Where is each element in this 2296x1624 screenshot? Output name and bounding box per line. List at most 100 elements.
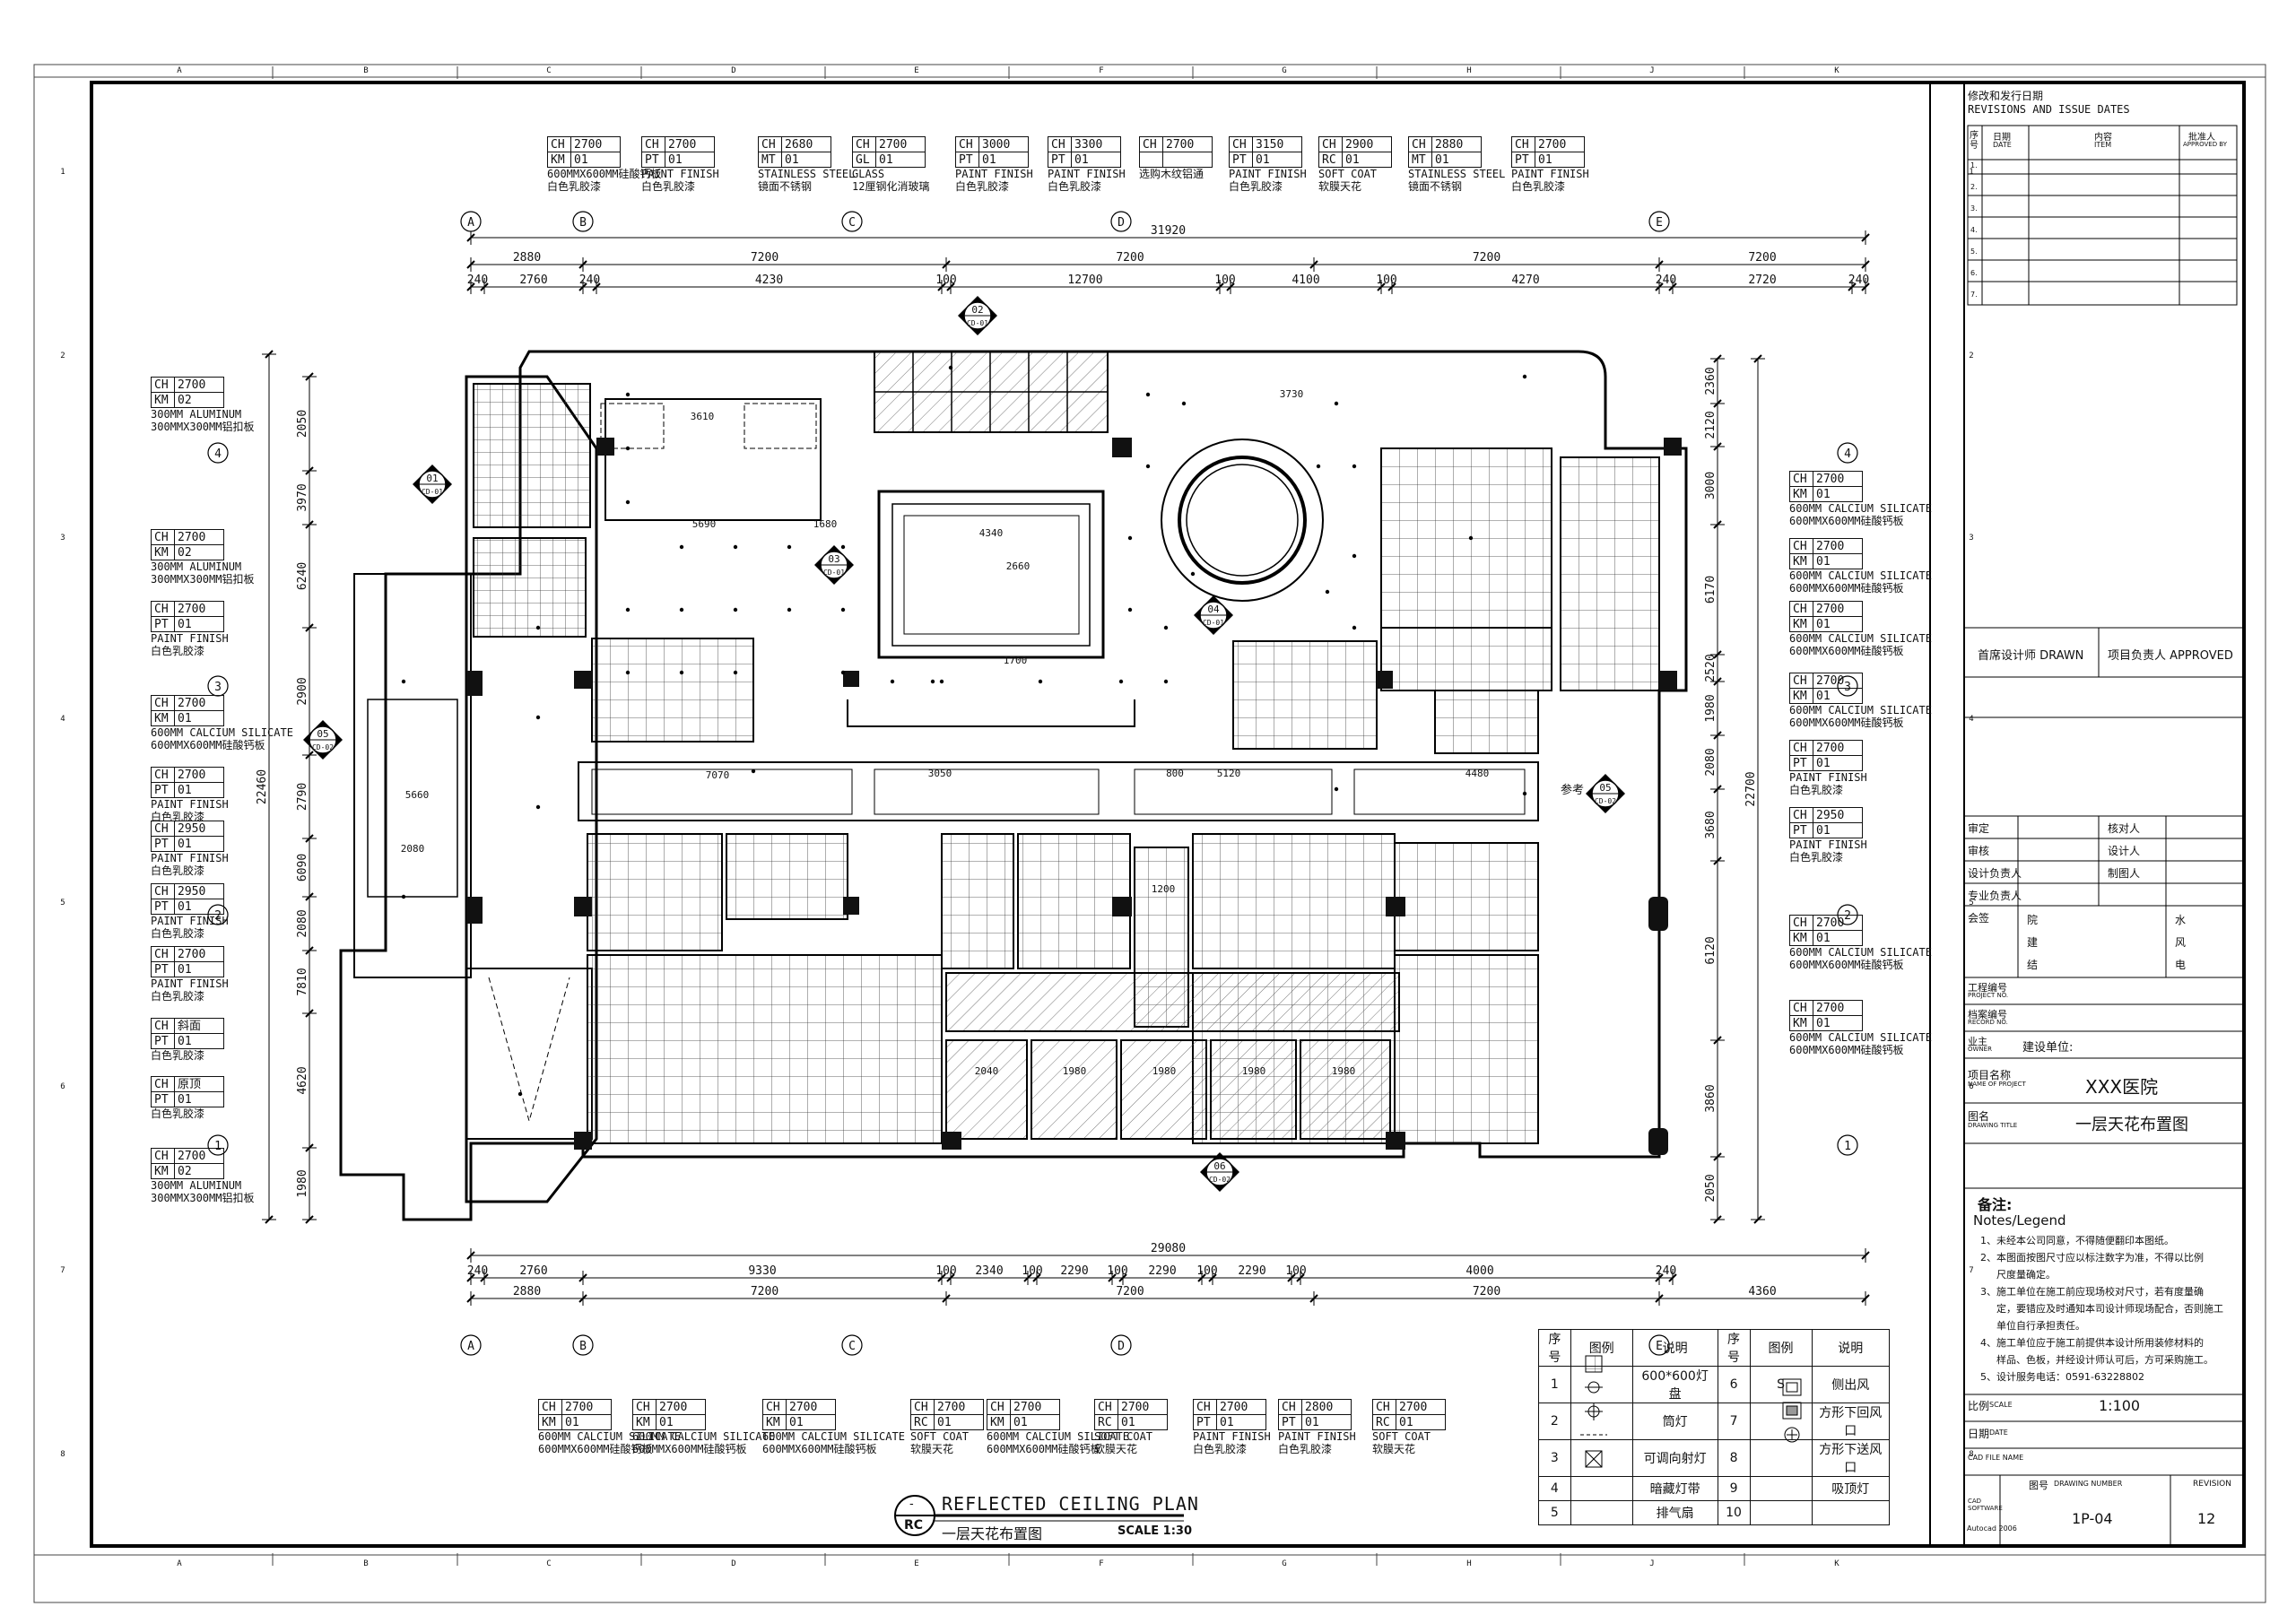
tag-cell: 01 bbox=[1816, 1017, 1831, 1030]
interior-dim-label: 4340 bbox=[979, 527, 1004, 539]
interior-dim-label: 1980 bbox=[1063, 1065, 1087, 1077]
dim-bottom-row2-label: 9330 bbox=[748, 1264, 776, 1278]
dim-left-mid-label: 2050 bbox=[296, 410, 309, 438]
axis-bubble-top bbox=[572, 211, 594, 232]
tag-cell: CH bbox=[1140, 137, 1163, 152]
dim-top-row1-label: 7200 bbox=[1473, 251, 1500, 265]
tag-cell: CH bbox=[642, 137, 665, 152]
drawing-no-label-en: DRAWING NUMBER bbox=[2054, 1480, 2123, 1488]
downlight-dot bbox=[1334, 401, 1339, 406]
downlight-dot bbox=[625, 392, 631, 397]
dim-bottom-row2-label: 100 bbox=[935, 1264, 956, 1278]
tag-cell: 01 bbox=[668, 153, 683, 167]
tag-cell: 01 bbox=[1816, 757, 1831, 770]
legend-symbol bbox=[1570, 1500, 1633, 1525]
dim-left-mid-label: 7810 bbox=[296, 968, 309, 995]
note-line: 2、本图面按图尺寸应以标注数字为准，不得以比例 bbox=[1980, 1252, 2204, 1264]
tag-cell: 2700 bbox=[1813, 602, 1862, 617]
tag-desc-cn: 白色乳胶漆 bbox=[1789, 851, 1844, 864]
dim-left-mid-label: 2790 bbox=[296, 783, 309, 811]
tag-desc-cn: 镜面不锈钢 bbox=[758, 180, 813, 193]
scale-label: 比例 bbox=[1968, 1400, 1990, 1412]
col-label-top: D bbox=[731, 66, 735, 75]
tag-cell: CH bbox=[911, 1400, 935, 1415]
tag-desc-en: SOFT COAT bbox=[910, 1430, 970, 1443]
note-line: 单位自行承担责任。 bbox=[1996, 1320, 2085, 1332]
dim-left-mid-label: 3970 bbox=[296, 483, 309, 511]
col-label-top: C bbox=[546, 66, 551, 75]
tag-desc-en: 600MM CALCIUM SILICATE bbox=[987, 1430, 1129, 1443]
downlight-dot bbox=[733, 670, 738, 675]
tag-cell: 01 bbox=[1256, 153, 1270, 167]
tag-cell: 01 bbox=[178, 712, 192, 725]
callout-ref-num: 05 bbox=[1599, 782, 1611, 794]
tag-cell: CH bbox=[1095, 1400, 1118, 1415]
tag-cell: 2700 bbox=[876, 137, 925, 152]
tag-cell: CH bbox=[759, 137, 782, 152]
rev-col-approver: 批准人 bbox=[2188, 133, 2215, 143]
dim-bottom-total-label: 29080 bbox=[1151, 1242, 1186, 1255]
tag-desc-en: GLASS bbox=[852, 168, 885, 180]
dim-bottom-row1-label: 2880 bbox=[513, 1285, 541, 1298]
tag-cell: 2700 bbox=[1813, 916, 1862, 931]
legend-cell: 方形下回风口 bbox=[1811, 1403, 1891, 1440]
tag-cell: 01 bbox=[1399, 1416, 1413, 1429]
scale-value: 1:100 bbox=[2099, 1397, 2141, 1414]
tag-cell: 2700 bbox=[1396, 1400, 1445, 1415]
tag-cell: CH bbox=[956, 137, 979, 152]
downlight-dot bbox=[1316, 464, 1321, 469]
downlight-dot bbox=[401, 894, 406, 899]
legend-h-desc2: 说明 bbox=[1811, 1329, 1891, 1367]
rev-col-item: 内容 bbox=[2094, 133, 2112, 143]
tag-cell bbox=[1140, 152, 1163, 167]
tag-cell: PT bbox=[152, 617, 175, 631]
tag-cell: 2700 bbox=[787, 1400, 835, 1415]
tag-desc-en: 600MM CALCIUM SILICATE bbox=[1789, 569, 1932, 582]
plan-scale: SCALE 1:30 bbox=[1118, 1524, 1192, 1538]
downlight-dot bbox=[1145, 464, 1151, 469]
tag-cell: 01 bbox=[178, 838, 192, 851]
legend-cell: 8 bbox=[1717, 1439, 1751, 1477]
tag-desc-en: 600MM CALCIUM SILICATE bbox=[538, 1430, 681, 1443]
interior-dim-label: 800 bbox=[1166, 768, 1184, 779]
tag-cell: KM bbox=[152, 545, 175, 560]
floor-plan bbox=[339, 350, 1688, 1221]
dim-bottom-row2-label: 2290 bbox=[1238, 1264, 1265, 1278]
row-label-left: 5 bbox=[60, 899, 65, 908]
tag-cell: PT bbox=[152, 899, 175, 914]
axis-bubble-left-label: 1 bbox=[214, 1140, 222, 1153]
ref-label: 参考 bbox=[1561, 784, 1585, 797]
rev-col-date-en: DATE bbox=[1993, 141, 2012, 149]
tag-cell: CH bbox=[1230, 137, 1253, 152]
downlight-dot bbox=[840, 544, 846, 550]
tag-cell: RC bbox=[1373, 1415, 1396, 1429]
legend-h-symbol2: 图例 bbox=[1749, 1329, 1813, 1367]
tag-desc-en: PAINT FINISH bbox=[151, 852, 229, 864]
axis-bubble-bottom bbox=[572, 1334, 594, 1356]
downlight-dot bbox=[751, 769, 756, 774]
tag-cell: PT bbox=[152, 837, 175, 851]
tag-cell: 2700 bbox=[175, 602, 223, 617]
row-label-right: 7 bbox=[1969, 1266, 1973, 1275]
downlight-dot bbox=[1118, 679, 1124, 684]
tag-desc-en: PAINT FINISH bbox=[1789, 771, 1867, 784]
tag-cell: CH bbox=[152, 1149, 175, 1164]
tag-cell: 01 bbox=[565, 1416, 579, 1429]
interior-dim-label: 2660 bbox=[1006, 560, 1031, 572]
tag-cell: 2700 bbox=[1163, 137, 1212, 152]
axis-bubble-top-label: B bbox=[579, 216, 587, 230]
rev-row-no: 6. bbox=[1970, 269, 1978, 277]
software-value: Autocad 2006 bbox=[1967, 1524, 2017, 1533]
downlight-dot bbox=[1325, 589, 1330, 595]
